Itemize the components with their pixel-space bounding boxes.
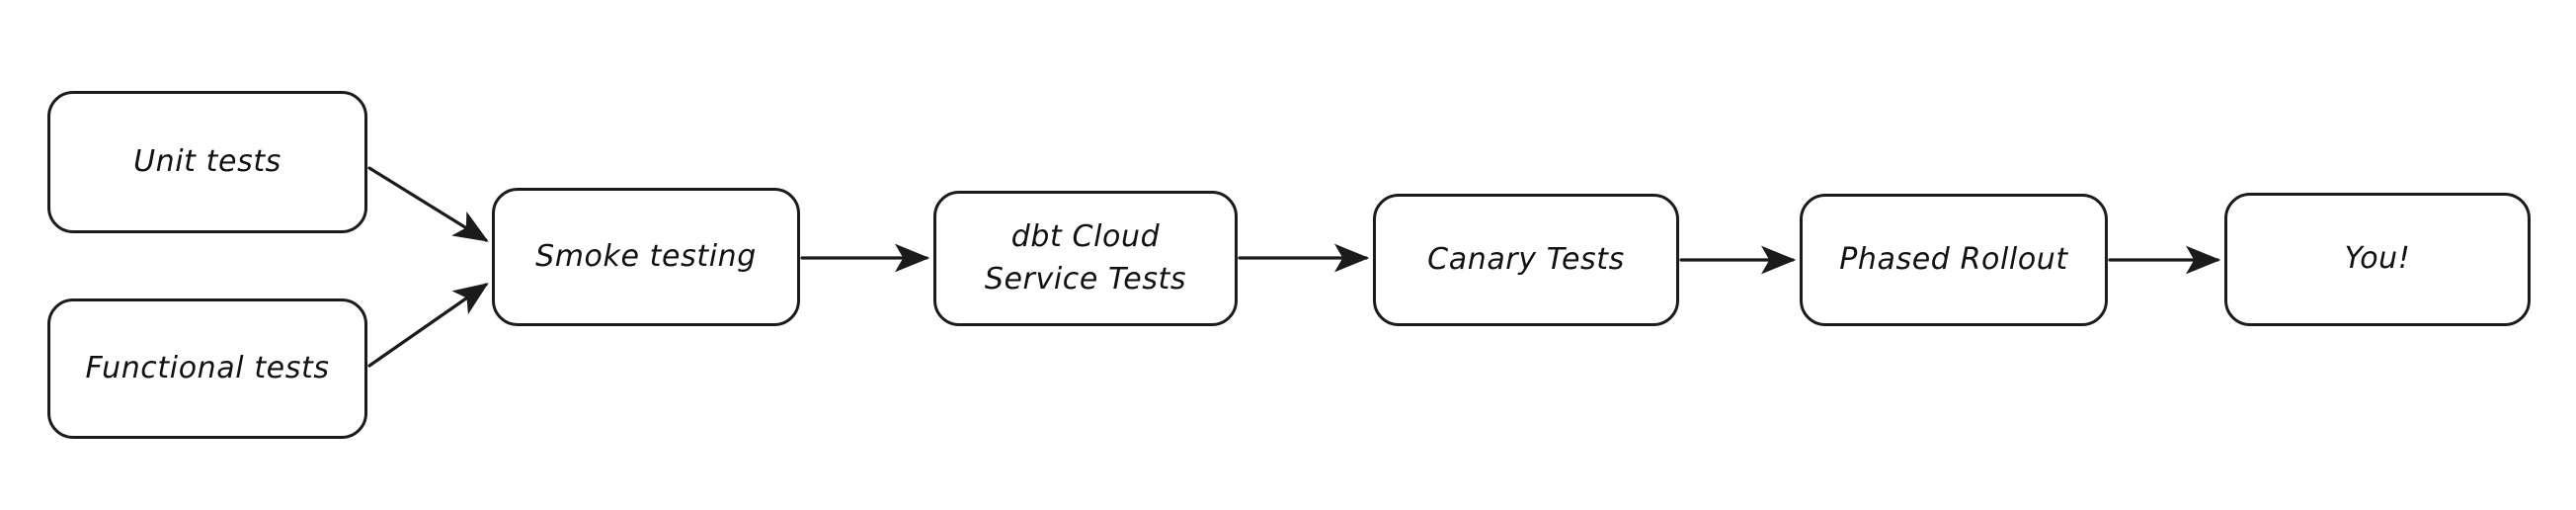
edge-unit-tests-to-smoke-testing (367, 166, 489, 242)
node-dbt-cloud-service-tests[interactable]: dbt Cloud Service Tests (933, 191, 1238, 326)
node-smoke-testing-label: Smoke testing (535, 238, 757, 274)
node-phased-rollout-label: Phased Rollout (1839, 241, 2068, 277)
node-you[interactable]: You! (2224, 193, 2531, 326)
node-unit-tests[interactable]: Unit tests (47, 91, 367, 233)
node-phased-rollout[interactable]: Phased Rollout (1800, 194, 2108, 326)
node-canary-tests-label: Canary Tests (1427, 241, 1625, 277)
node-smoke-testing[interactable]: Smoke testing (492, 188, 800, 326)
edge-functional-tests-to-smoke-testing (367, 283, 489, 368)
node-you-label: You! (2344, 241, 2411, 277)
node-canary-tests[interactable]: Canary Tests (1373, 194, 1679, 326)
node-functional-tests[interactable]: Functional tests (47, 298, 367, 439)
node-dbt-cloud-service-tests-label: dbt Cloud Service Tests (984, 218, 1187, 297)
node-functional-tests-label: Functional tests (85, 350, 330, 385)
node-unit-tests-label: Unit tests (133, 143, 282, 179)
